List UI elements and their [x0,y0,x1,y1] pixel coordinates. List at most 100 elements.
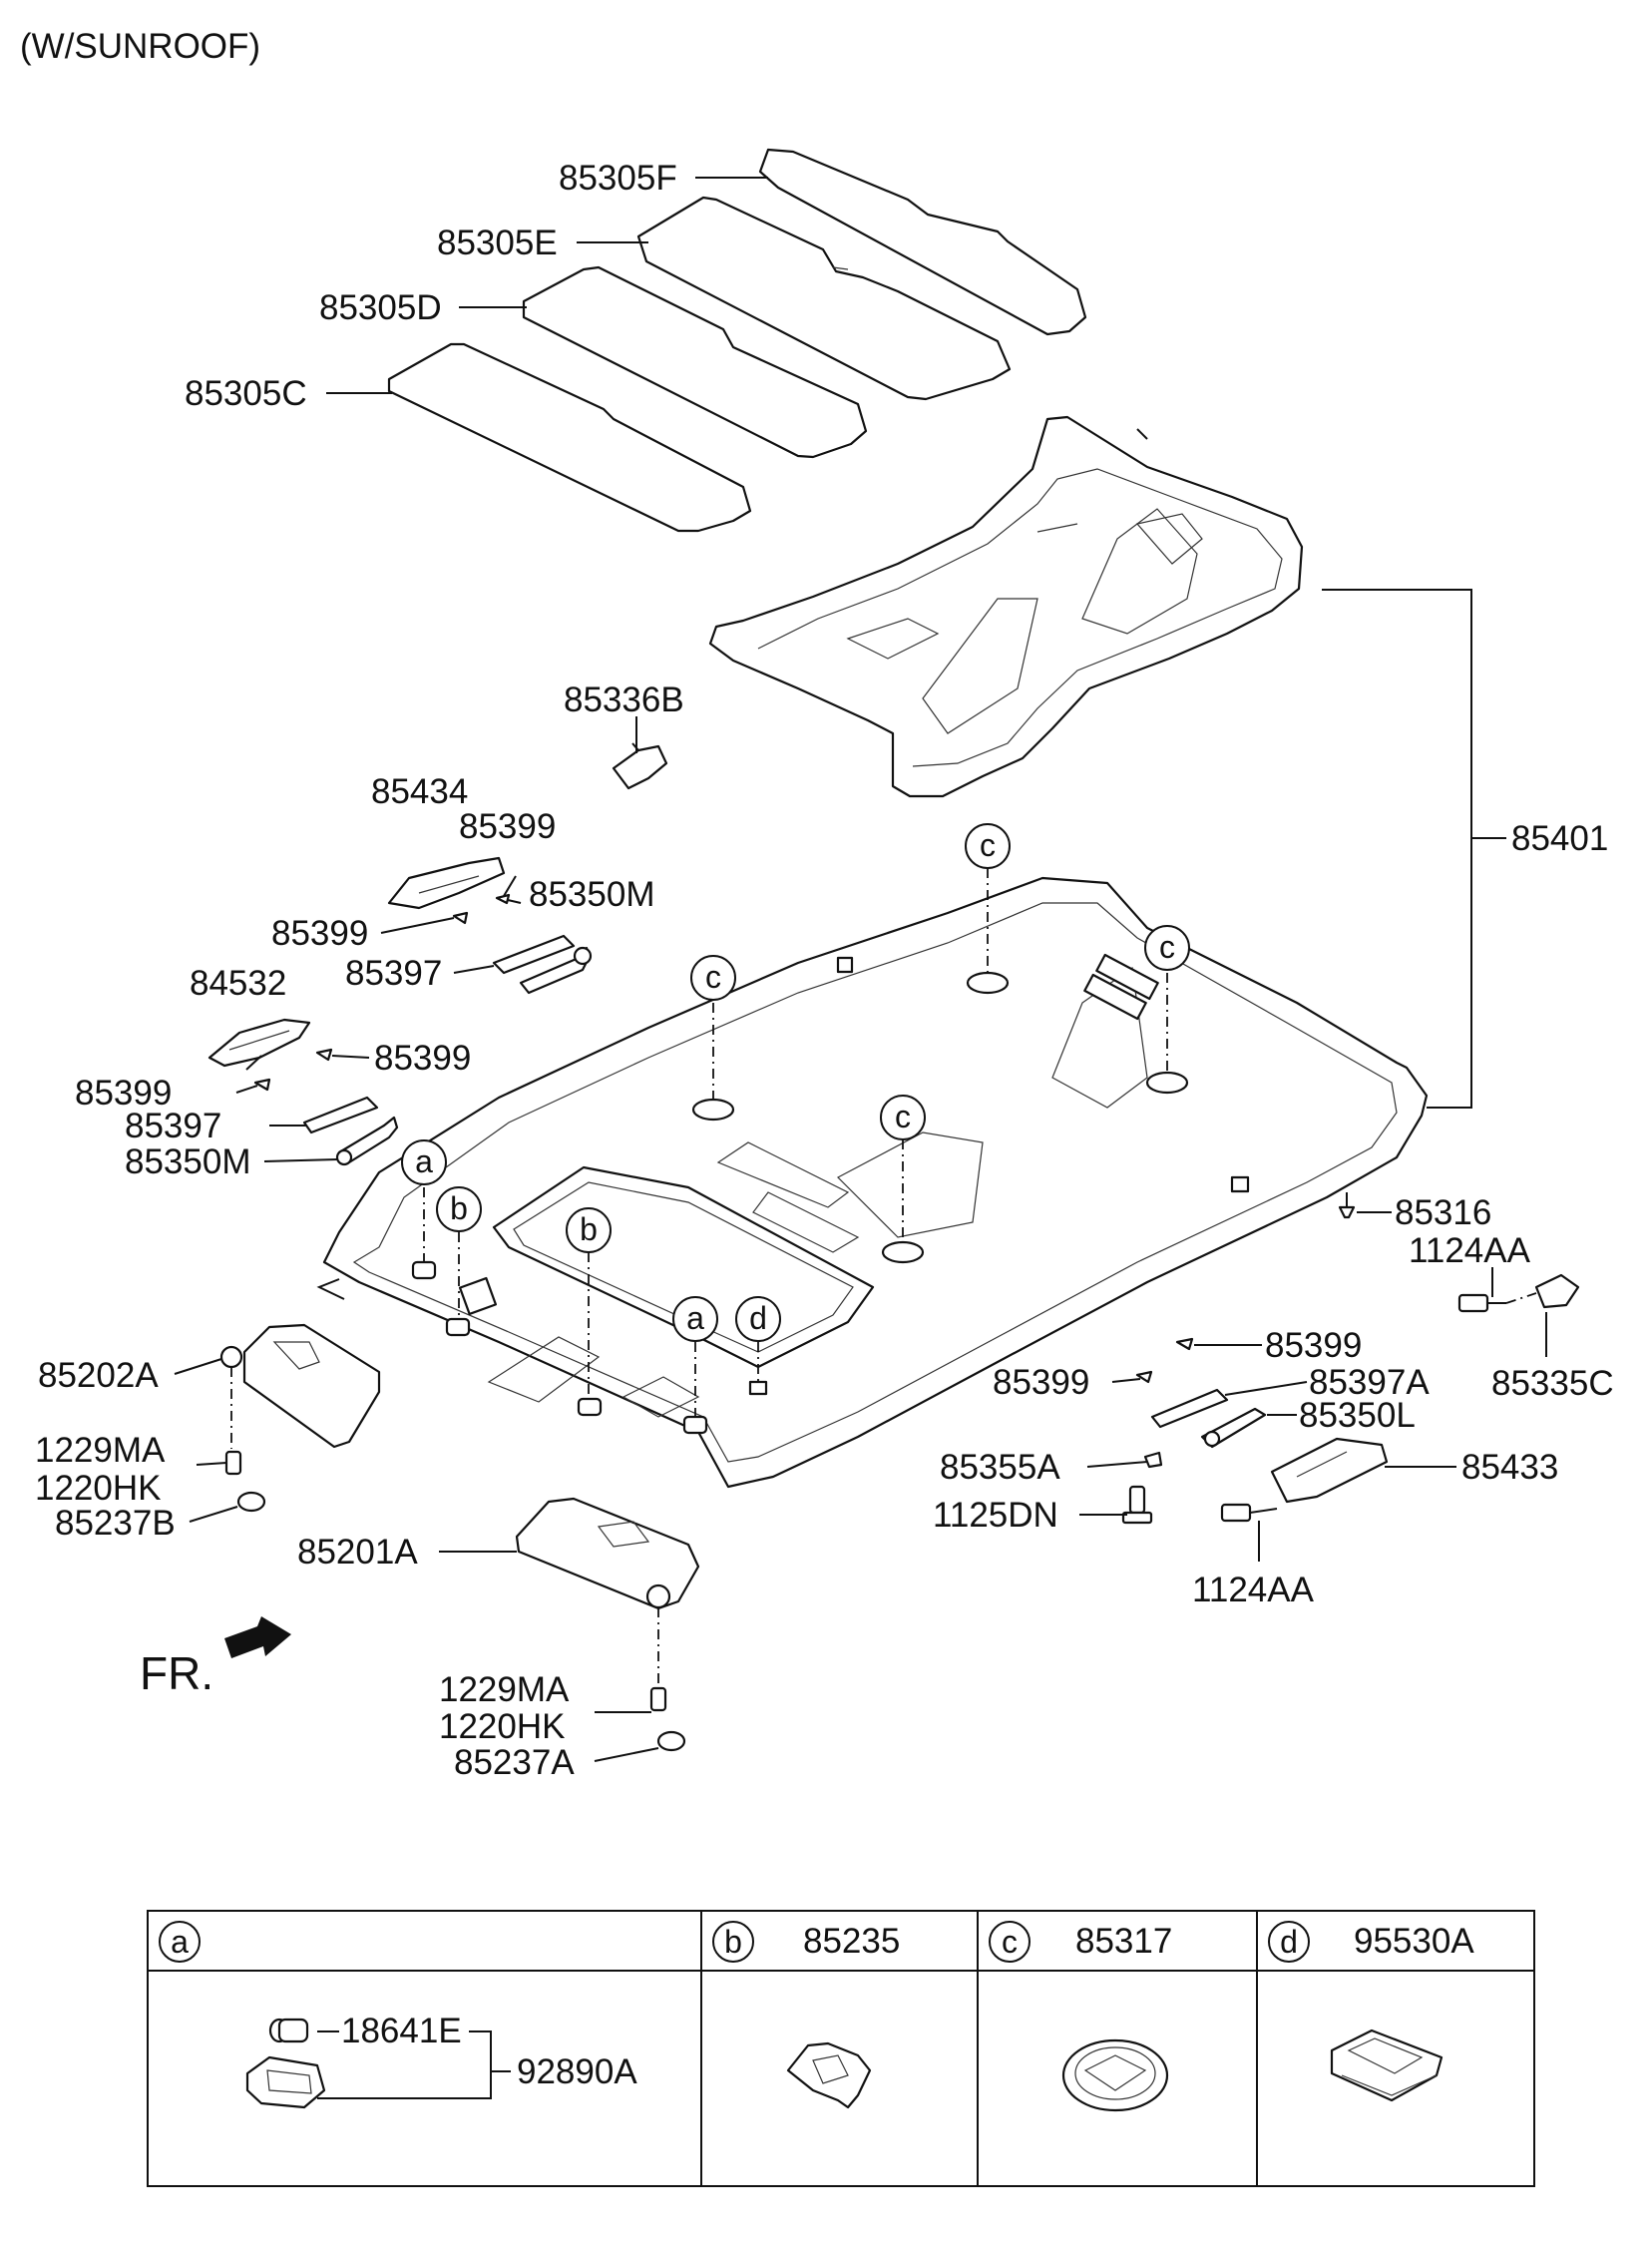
label-85305F: 85305F [559,159,677,198]
part-85350M-handle-2 [335,1116,399,1166]
label-85399-6: 85399 [993,1363,1089,1402]
label-85433: 85433 [1461,1448,1558,1487]
legend-key-b: b [712,1921,754,1963]
label-1229MA-2: 1229MA [439,1670,570,1709]
legend-table: a b 85235 c 85317 d 95530A 18641E 92890A [147,1910,1535,2187]
label-84532: 84532 [190,964,286,1003]
part-1124AA-bolt-1 [1457,1292,1537,1313]
label-85305E: 85305E [437,224,558,262]
label-85201A: 85201A [297,1533,418,1572]
svg-text:a: a [686,1300,704,1336]
label-85237B: 85237B [55,1504,176,1543]
label-85305D: 85305D [319,288,442,327]
sun-visor-85202A [219,1323,381,1513]
part-85399-clip-5 [1175,1337,1194,1351]
label-85316: 85316 [1395,1193,1491,1232]
part-85397-base-1 [492,934,576,975]
part-85350M-handle-1 [519,946,593,995]
legend-grommet-85317 [1061,2038,1169,2112]
label-85305C: 85305C [185,374,307,413]
pad-85305D [522,265,868,459]
part-84532-bracket [207,1018,311,1068]
part-1125DN-screw [1121,1485,1153,1525]
label-85355A: 85355A [940,1448,1060,1487]
label-85399-5: 85399 [1265,1326,1362,1365]
label-85237A: 85237A [454,1743,575,1782]
label-85202A: 85202A [38,1356,159,1395]
part-85434-bracket [387,856,506,910]
diagram-title: (W/SUNROOF) [20,27,260,66]
svg-text:c: c [1159,929,1175,965]
svg-text:d: d [1280,1924,1298,1960]
label-85401: 85401 [1511,819,1608,858]
label-85434: 85434 [371,772,468,811]
legend-part-d: 95530A [1354,1922,1474,1961]
front-direction-marker: FR. [140,1616,291,1699]
part-85335C-bracket [1534,1273,1580,1309]
svg-text:d: d [749,1300,767,1336]
svg-text:b: b [724,1924,742,1960]
headlining-main-panel [316,876,1429,1489]
pad-85305E [636,196,1012,401]
part-85316-clip [1338,1192,1356,1219]
label-85336B: 85336B [564,680,684,719]
label-85350M-1: 85350M [529,875,654,914]
part-85397-base-2 [302,1096,379,1134]
part-85399-clip-1 [495,893,511,905]
label-1229MA-1: 1229MA [35,1431,166,1470]
part-85399-clip-3 [315,1048,333,1062]
label-1220HK-1: 1220HK [35,1469,161,1508]
part-85399-clip-6 [1135,1370,1153,1384]
part-1124AA-bolt-2 [1220,1503,1278,1523]
label-85399-4: 85399 [75,1074,172,1113]
legend-sub-92890A: 92890A [517,2052,637,2091]
pad-85305F [758,148,1087,336]
label-1124AA-2: 1124AA [1192,1571,1315,1609]
part-85399-clip-4 [253,1078,271,1092]
part-labels: 85305F 85305E 85305D 85305C 85336B 85434… [35,159,1614,1782]
label-85399-3: 85399 [374,1039,471,1078]
legend-part-c: 85317 [1075,1922,1172,1961]
panel-locator-lines [411,868,1189,1435]
part-85350L-handle [1200,1407,1267,1449]
legend-key-d: d [1268,1921,1310,1963]
label-85350L: 85350L [1299,1396,1416,1435]
label-1220HK-2: 1220HK [439,1707,565,1746]
legend-sub-18641E: 18641E [341,2012,462,2050]
legend-part-b: 85235 [803,1922,900,1961]
callout-b-1: b [436,1186,482,1232]
part-85399-clip-2 [452,911,469,925]
part-85336B-bracket [612,742,668,790]
callout-c-2: c [690,955,736,1001]
part-85355A-clip [1143,1451,1163,1469]
svg-text:b: b [450,1190,468,1226]
label-85399-2: 85399 [271,914,368,953]
callout-a-1: a [401,1139,447,1185]
part-85397A-base [1150,1388,1229,1429]
svg-text:c: c [895,1099,911,1134]
legend-key-a: a [159,1921,201,1963]
legend-key-c: c [989,1921,1031,1963]
pad-85305C [387,342,752,533]
label-85397A: 85397A [1309,1363,1430,1402]
legend-lamp-illustration [245,2018,326,2109]
label-1124AA-1: 1124AA [1409,1231,1531,1270]
leader-lines [174,177,1547,1762]
front-label: FR. [140,1647,213,1699]
callout-c-3: c [1144,925,1190,971]
legend-clip-85235 [786,2041,872,2109]
callout-d-1: d [735,1296,781,1342]
svg-text:c: c [1002,1924,1018,1960]
part-85433-bracket [1270,1437,1389,1504]
callout-b-2: b [566,1207,612,1253]
svg-text:c: c [980,827,996,863]
label-85397-2: 85397 [125,1107,221,1145]
callout-c-1: c [965,823,1011,869]
label-1125DN: 1125DN [933,1496,1058,1535]
callout-a-2: a [672,1296,718,1342]
headlining-insulation-85401 [708,415,1304,798]
svg-text:a: a [171,1924,189,1960]
label-85399-1: 85399 [459,807,556,846]
svg-text:a: a [415,1143,433,1179]
